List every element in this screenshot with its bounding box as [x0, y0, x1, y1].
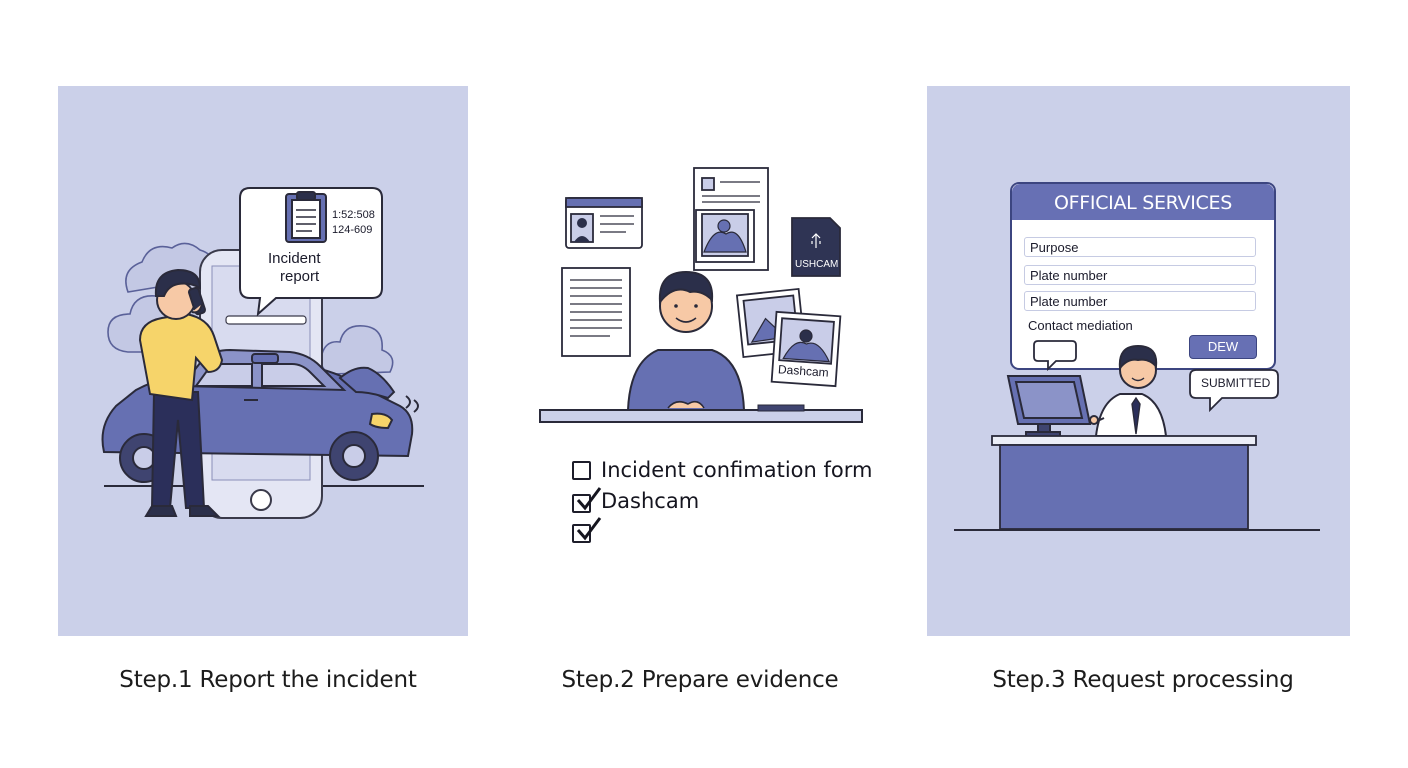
purpose-field[interactable]: Purpose: [1024, 237, 1256, 257]
checklist-label-2: Dashcam: [601, 488, 700, 513]
submitted-label: SUBMITTED: [1201, 376, 1271, 390]
impact-marks: [405, 395, 419, 413]
usb-icon: [811, 233, 821, 248]
counter-top: [991, 435, 1257, 446]
dew-button[interactable]: DEW: [1189, 335, 1257, 359]
step2-caption: Step.2 Prepare evidence: [561, 667, 839, 693]
report-bubble: [239, 187, 383, 317]
small-bubble: [1033, 340, 1077, 372]
sd-card-label: USHCAM: [795, 259, 839, 270]
checkbox-icon[interactable]: [572, 487, 602, 513]
submitted-bubble: [1189, 369, 1279, 413]
person-calling: [138, 268, 224, 517]
clerk: [1089, 344, 1168, 437]
person-at-desk: [626, 270, 746, 411]
bubble-title-line1: Incident: [268, 250, 321, 267]
contact-label: Contact mediation: [1028, 318, 1133, 333]
step3-caption: Step.3 Request processing: [992, 667, 1294, 693]
checklist-item-2[interactable]: Dashcam: [572, 487, 700, 513]
plate-number-field-1[interactable]: Plate number: [1024, 265, 1256, 285]
bubble-title-line2: report: [280, 268, 320, 285]
desk: [539, 409, 863, 423]
monitor-icon: [1006, 375, 1092, 439]
checkbox-icon[interactable]: [572, 517, 602, 543]
bubble-number-2: 124-609: [332, 224, 373, 236]
document-left: [561, 267, 631, 357]
checklist-label-1: Incident confimation form: [601, 458, 873, 482]
document-top: [693, 167, 769, 271]
checklist-item-1[interactable]: Incident confimation form: [572, 458, 872, 482]
checkbox-icon[interactable]: [572, 460, 591, 480]
id-card: [565, 197, 643, 249]
clipboard-icon: [285, 191, 327, 243]
bubble-number-1: 1:52:508: [332, 209, 375, 221]
photo-dashcam: [770, 310, 842, 388]
counter-front: [999, 444, 1249, 530]
form-title: OFFICIAL SERVICES: [1012, 184, 1274, 220]
sd-card: [791, 217, 841, 277]
checklist-item-3[interactable]: [572, 517, 602, 543]
step1-caption: Step.1 Report the incident: [119, 667, 417, 693]
plate-number-field-2[interactable]: Plate number: [1024, 291, 1256, 311]
checkmark-icon: [576, 487, 602, 511]
desk-device: [757, 404, 805, 412]
checkmark-icon: [576, 517, 602, 541]
